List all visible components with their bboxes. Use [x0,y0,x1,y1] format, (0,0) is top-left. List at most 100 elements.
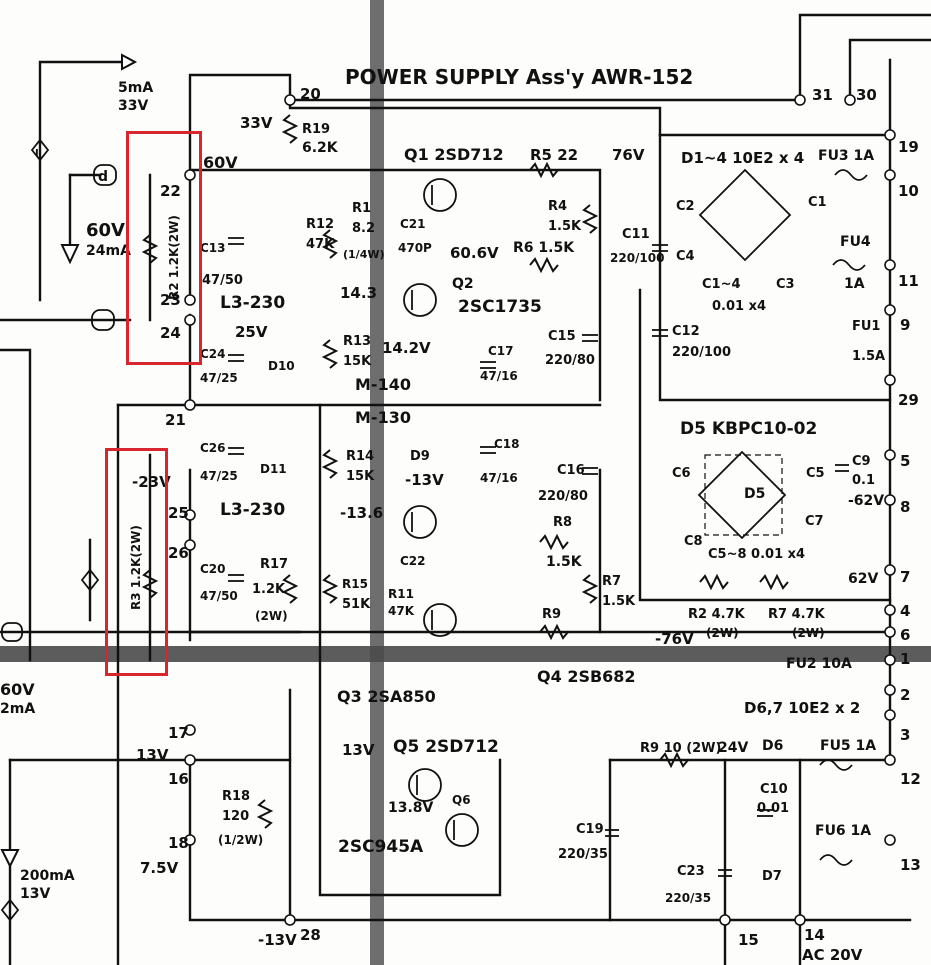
v-14.2V: 14.2V [382,339,431,357]
C11-value: 220/100 [610,251,664,265]
transistors: Q1 2SD712 Q2 2SC1735 Q3 2SA850 Q4 2SB682… [337,145,636,857]
D7-label: D7 [762,869,782,884]
C5-ref: C5 [806,466,825,481]
v-minus-76V: -76V [655,630,694,648]
R9b-label: R9 10 (2W) [640,741,721,756]
R11-value: 47K [388,604,415,618]
C19-value: 220/35 [558,847,608,862]
terminal-30: 30 [856,86,877,104]
label-5mA: 5mA [118,80,153,96]
R7-ref: R7 [602,574,621,589]
R7b-power: (2W) [792,626,825,640]
C13-ref: C13 [200,241,226,255]
C2-ref: C2 [676,199,695,214]
R10-ref: R1 [352,201,371,216]
label-2mA: 2mA [0,701,35,717]
terminal-12: 12 [900,770,921,788]
left-current-paths: 5mA 33V I d 60V 24mA 60V 2mA 200mA 13V [0,53,302,965]
C23-ref: C23 [677,864,705,879]
R15-value: 51K [342,597,371,612]
v-13.8V: 13.8V [388,800,434,816]
v-60V: 60V [203,153,238,172]
label-24mA: 24mA [86,243,131,259]
C21-ref: C21 [400,217,426,231]
v-24V: 24V [718,740,748,756]
R17-ref: R17 [260,557,288,572]
terminal-5: 5 [900,452,910,470]
C18-value: 47/16 [480,471,518,485]
v-62V: 62V [848,571,878,587]
Q3-label: Q3 2SA850 [337,687,436,706]
fuses: FU3 1A FU4 1A FU1 1.5A FU2 10A FU5 1A FU… [786,148,885,866]
terminal-2: 2 [900,686,910,704]
C24-ref: C24 [200,347,226,361]
C3-ref: C3 [776,277,795,292]
terminal-13: 13 [900,856,921,874]
terminal-22: 22 [160,182,181,200]
v-25V: 25V [235,323,268,341]
R8-ref: R8 [553,515,572,530]
diodes: D1~4 10E2 x 4 D5 KBPC10-02 D5 D10 D11 D9… [260,149,860,884]
v-60.6V: 60.6V [450,244,499,262]
label-13V-left: 13V [20,886,50,902]
current-symbol-1: I [35,148,39,159]
C6-ref: C6 [672,466,691,481]
terminal-4: 4 [900,602,910,620]
label-33V-top: 33V [118,98,148,114]
terminal-24: 24 [160,324,181,342]
terminal-26: 26 [168,544,189,562]
C4-ref: C4 [676,249,695,264]
C20-ref: C20 [200,562,226,576]
C20-value: 47/50 [200,589,238,603]
v-14.3: 14.3 [340,284,377,302]
terminal-9: 9 [900,316,910,334]
highlight-box-R3 [105,448,168,676]
Q4-label: Q4 2SB682 [537,667,636,686]
v-M-130: M-130 [355,408,411,427]
R14-ref: R14 [346,449,374,464]
v-13V: 13V [136,746,169,764]
C17-ref: C17 [488,344,514,358]
terminal-1: 1 [900,650,910,668]
terminal-15: 15 [738,931,759,949]
terminal-18: 18 [168,834,189,852]
C5-8-label: C5~8 0.01 x4 [708,547,805,562]
R17-power: (2W) [255,609,288,623]
C23-value: 220/35 [665,891,711,905]
Q6-ref: Q6 [452,793,471,807]
R18-value: 120 [222,809,249,824]
terminal-21: 21 [165,411,186,429]
C7-ref: C7 [805,514,824,529]
terminal-3: 3 [900,726,910,744]
R4-value: 1.5K [548,219,582,234]
R7b-label: R7 4.7K [768,607,826,622]
terminal-31: 31 [812,86,833,104]
R19-ref: R19 [302,122,330,137]
C21-value: 470P [398,241,432,255]
R18-power: (1/2W) [218,833,263,847]
v-7.5V: 7.5V [140,859,179,877]
terminal-23: 23 [160,291,181,309]
D11-label: D11 [260,462,287,476]
R17-value: 1.2K [252,582,286,597]
R10-value: 8.2 [352,221,375,236]
C9-value: 0.1 [852,473,875,488]
C19-ref: C19 [576,822,604,837]
C8-ref: C8 [684,534,703,549]
R2b-power: (2W) [706,626,739,640]
D9-label: D9 [410,449,430,464]
R18-ref: R18 [222,789,250,804]
v-13V-b: 13V [342,741,375,759]
resistors: R19 6.2K R2 1.2K(2W) R3 1.2K(2W) R12 47K… [129,114,826,847]
R10-power: (1/4W) [343,248,385,261]
Q1-label: Q1 2SD712 [404,145,504,164]
FU4-value: 1A [844,276,865,292]
label-200mA: 200mA [20,868,75,884]
C1-4-value: 0.01 x4 [712,299,766,314]
capacitors: C13 47/50 C24 47/25 C26 47/25 C20 47/50 … [200,195,875,905]
C12-value: 220/100 [672,345,731,360]
terminal-20: 20 [300,85,321,103]
v-minus-13V: -13V [258,931,297,949]
terminals-left: 20 22 23 24 21 25 26 17 16 18 28 [160,85,321,944]
FU1-ref: FU1 [852,319,880,334]
